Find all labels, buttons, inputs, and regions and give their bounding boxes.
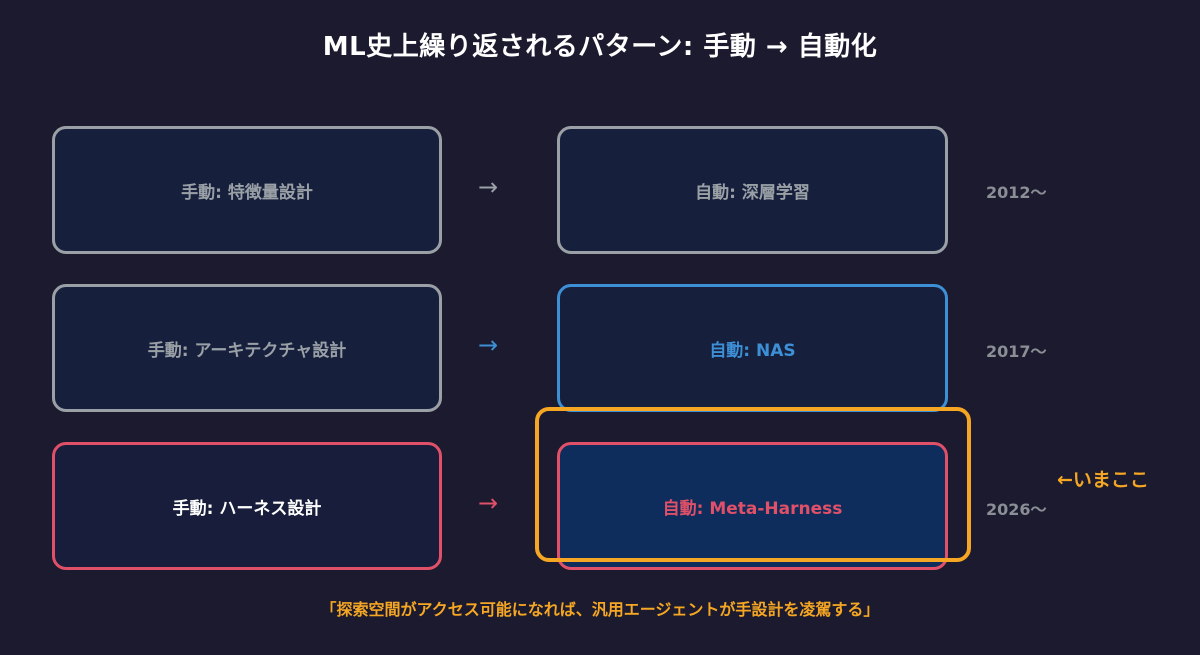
auto-box-nas: 自動: NAS — [557, 284, 948, 412]
manual-box-harness-design: 手動: ハーネス設計 — [52, 442, 442, 570]
you-are-here-label: ←いまここ — [1057, 469, 1149, 491]
manual-box-feature-engineering: 手動: 特徴量設計 — [52, 126, 442, 254]
year-label: 2017〜 — [986, 342, 1047, 361]
manual-label: 手動: アーキテクチャ設計 — [147, 340, 347, 361]
manual-label: 手動: ハーネス設計 — [172, 498, 322, 519]
quote-caption: 「探索空間がアクセス可能になれば、汎用エージェントが手設計を凌駕する」 — [320, 600, 880, 619]
arrow-right-icon: → — [478, 331, 499, 359]
manual-label: 手動: 特徴量設計 — [181, 182, 313, 203]
arrow-right-icon: → — [478, 173, 499, 201]
arrow-right-icon: → — [478, 489, 499, 517]
auto-box-meta-harness: 自動: Meta-Harness — [557, 442, 948, 570]
auto-box-deep-learning: 自動: 深層学習 — [557, 126, 948, 254]
auto-label: 自動: Meta-Harness — [662, 498, 843, 519]
auto-label: 自動: NAS — [709, 340, 796, 361]
diagram-title: ML史上繰り返されるパターン: 手動 → 自動化 — [322, 32, 878, 62]
year-label: 2012〜 — [986, 183, 1047, 202]
manual-box-architecture-design: 手動: アーキテクチャ設計 — [52, 284, 442, 412]
auto-label: 自動: 深層学習 — [695, 182, 810, 203]
year-label: 2026〜 — [986, 500, 1047, 519]
